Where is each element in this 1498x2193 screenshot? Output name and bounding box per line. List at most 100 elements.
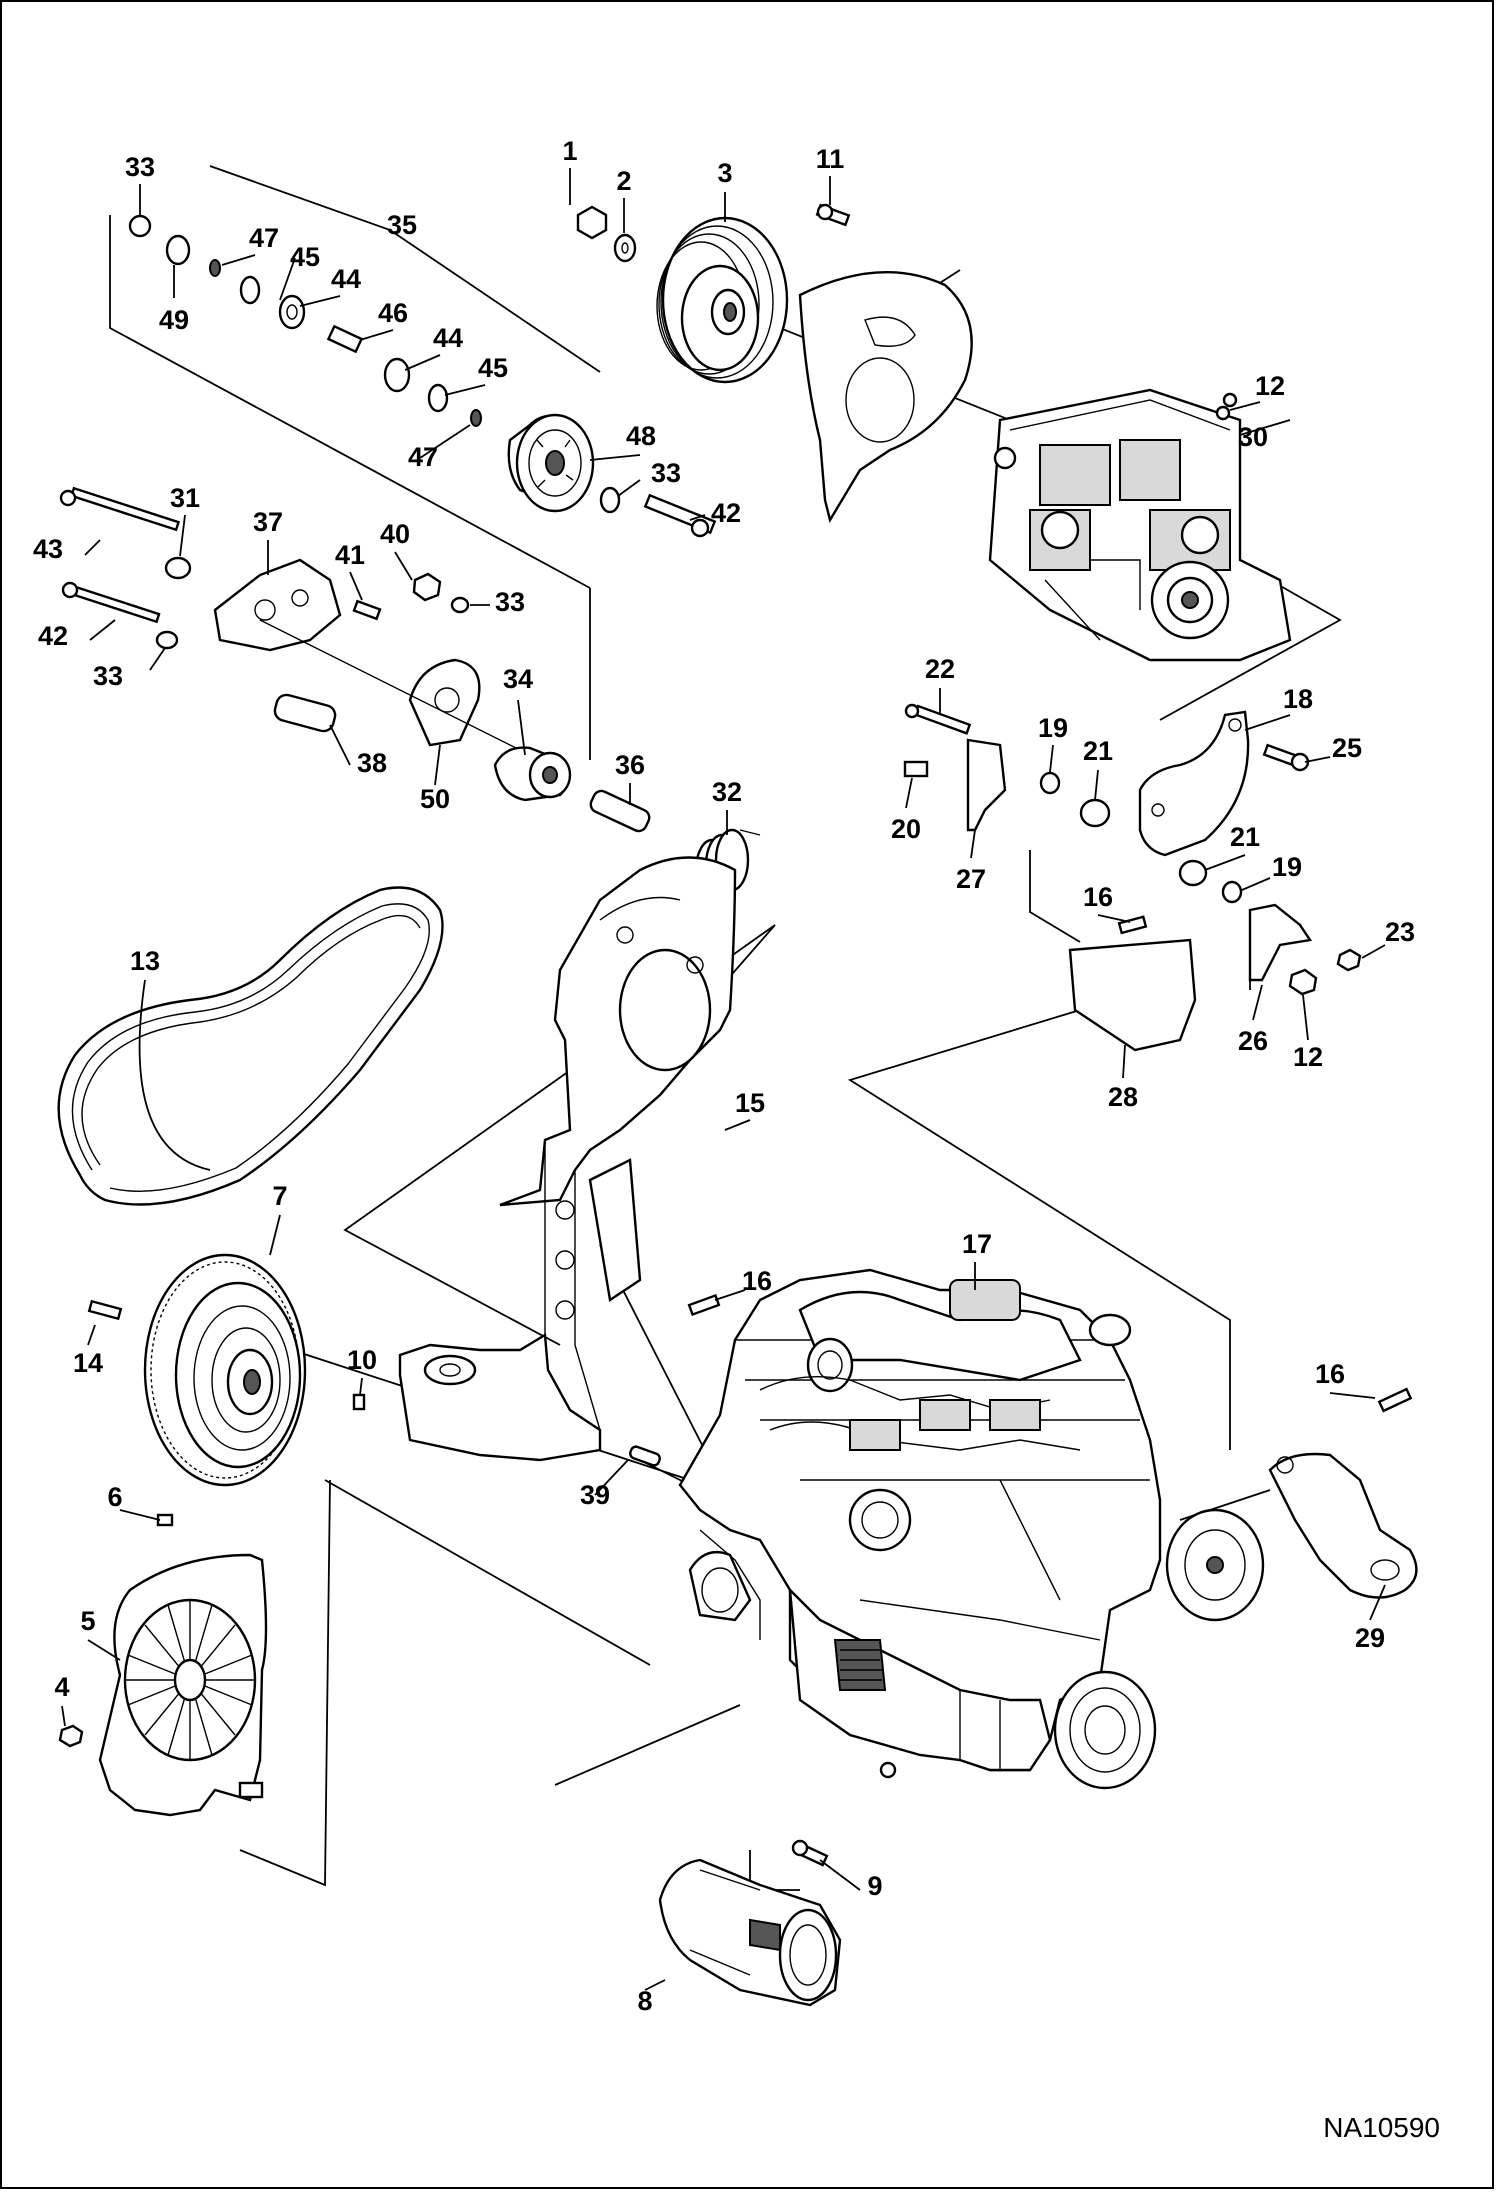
callout-25: 25 bbox=[1332, 733, 1362, 763]
callout-9: 9 bbox=[867, 1871, 882, 1901]
bearing-44b bbox=[383, 357, 411, 393]
hydrostatic-pump-30 bbox=[988, 388, 1292, 662]
callout-31: 31 bbox=[170, 483, 200, 513]
callout-11: 11 bbox=[816, 144, 845, 174]
callout-13: 13 bbox=[130, 946, 160, 976]
washer-19 bbox=[1039, 771, 1061, 795]
callout-22: 22 bbox=[925, 654, 955, 684]
idler-pulley-48 bbox=[507, 413, 595, 513]
washer-33b bbox=[450, 596, 470, 614]
callout-47a: 47 bbox=[249, 223, 279, 253]
bolt-6 bbox=[156, 1513, 174, 1527]
assembly-lines bbox=[109, 165, 1342, 1891]
callout-46: 46 bbox=[378, 298, 408, 328]
callout-4: 4 bbox=[54, 1672, 69, 1702]
spacer-36 bbox=[589, 789, 651, 833]
hardware-top bbox=[128, 203, 851, 538]
callout-43: 43 bbox=[33, 534, 63, 564]
callout-10: 10 bbox=[347, 1345, 377, 1375]
callout-44a: 44 bbox=[331, 264, 361, 294]
engine-mount-29 bbox=[1268, 1387, 1418, 1599]
bolt-16a bbox=[1117, 915, 1148, 935]
callout-33a: 33 bbox=[125, 152, 155, 182]
callout-44b: 44 bbox=[433, 323, 463, 353]
callout-32: 32 bbox=[712, 777, 742, 807]
bolt-16b bbox=[687, 1293, 721, 1317]
callout-50: 50 bbox=[420, 784, 450, 814]
washer-45b bbox=[427, 383, 449, 413]
washer-45 bbox=[239, 275, 261, 305]
callout-34: 34 bbox=[503, 664, 533, 694]
callout-48: 48 bbox=[626, 421, 656, 451]
callout-35: 35 bbox=[387, 210, 417, 240]
bracket-26 bbox=[1248, 903, 1313, 982]
starter-8 bbox=[658, 1839, 842, 2007]
callout-16b: 16 bbox=[1083, 882, 1113, 912]
callout-16c: 16 bbox=[1315, 1359, 1345, 1389]
engine-17 bbox=[678, 1268, 1265, 1790]
callout-28: 28 bbox=[1108, 1082, 1138, 1112]
nut-1 bbox=[576, 205, 608, 240]
housing-15 bbox=[398, 856, 737, 1462]
washer-19b bbox=[1221, 880, 1243, 904]
bolt-42b bbox=[69, 584, 161, 624]
pin-10 bbox=[352, 1393, 366, 1411]
callout-26: 26 bbox=[1238, 1026, 1268, 1056]
callout-40: 40 bbox=[380, 519, 410, 549]
callout-15: 15 bbox=[735, 1088, 765, 1118]
callout-49: 49 bbox=[159, 305, 189, 335]
callout-3: 3 bbox=[717, 158, 732, 188]
callout-45b: 45 bbox=[478, 353, 508, 383]
fan-shroud-5 bbox=[58, 1513, 268, 1817]
callout-38: 38 bbox=[357, 748, 387, 778]
callout-leaders bbox=[61, 168, 1386, 1991]
bolt-20 bbox=[903, 760, 929, 778]
callout-42b: 42 bbox=[38, 621, 68, 651]
callout-42a: 42 bbox=[711, 498, 741, 528]
callout-18: 18 bbox=[1283, 684, 1313, 714]
bracket-28 bbox=[1068, 938, 1197, 1052]
bolt-43 bbox=[69, 486, 181, 532]
drawing-code: NA10590 bbox=[1323, 2112, 1440, 2143]
callout-27: 27 bbox=[956, 864, 986, 894]
callout-30: 30 bbox=[1238, 422, 1268, 452]
nut-12a bbox=[1215, 405, 1231, 421]
callout-16a: 16 bbox=[742, 1266, 772, 1296]
callout-20: 20 bbox=[891, 814, 921, 844]
bolt-41 bbox=[352, 599, 382, 621]
arm-50 bbox=[408, 658, 481, 747]
bracket-18 bbox=[1138, 710, 1250, 857]
bracket-37 bbox=[213, 558, 342, 652]
callout-6: 6 bbox=[107, 1482, 122, 1512]
washer-31 bbox=[164, 556, 192, 580]
mounting-brackets bbox=[903, 405, 1362, 1052]
bolt-14 bbox=[87, 1299, 123, 1321]
callout-14: 14 bbox=[73, 1348, 103, 1378]
bolt-16c bbox=[1377, 1387, 1413, 1413]
washer-33-top bbox=[128, 214, 152, 238]
callout-33d: 33 bbox=[93, 661, 123, 691]
callout-17: 17 bbox=[962, 1229, 992, 1259]
nut-23 bbox=[1336, 948, 1362, 972]
bolt-22 bbox=[913, 704, 972, 735]
callout-labels: 1 2 3 4 5 6 7 8 9 10 11 12 12 13 14 15 1… bbox=[33, 136, 1415, 2016]
callout-19a: 19 bbox=[1038, 713, 1068, 743]
washer-2 bbox=[613, 233, 637, 263]
pulley-shield bbox=[798, 271, 973, 524]
sleeve-38 bbox=[273, 693, 337, 733]
ring-49 bbox=[165, 234, 191, 266]
callout-1: 1 bbox=[562, 136, 577, 166]
callout-2: 2 bbox=[616, 166, 631, 196]
nut-12b bbox=[1288, 968, 1318, 996]
bracket-27 bbox=[966, 738, 1007, 832]
nut-40 bbox=[412, 572, 442, 602]
pulley-3 bbox=[656, 216, 789, 384]
belt-13 bbox=[57, 886, 444, 1206]
callout-33c: 33 bbox=[495, 587, 525, 617]
callout-45a: 45 bbox=[290, 242, 320, 272]
callout-5: 5 bbox=[80, 1606, 95, 1636]
callout-21a: 21 bbox=[1083, 736, 1113, 766]
callout-7: 7 bbox=[272, 1181, 287, 1211]
callout-12a: 12 bbox=[1255, 371, 1285, 401]
